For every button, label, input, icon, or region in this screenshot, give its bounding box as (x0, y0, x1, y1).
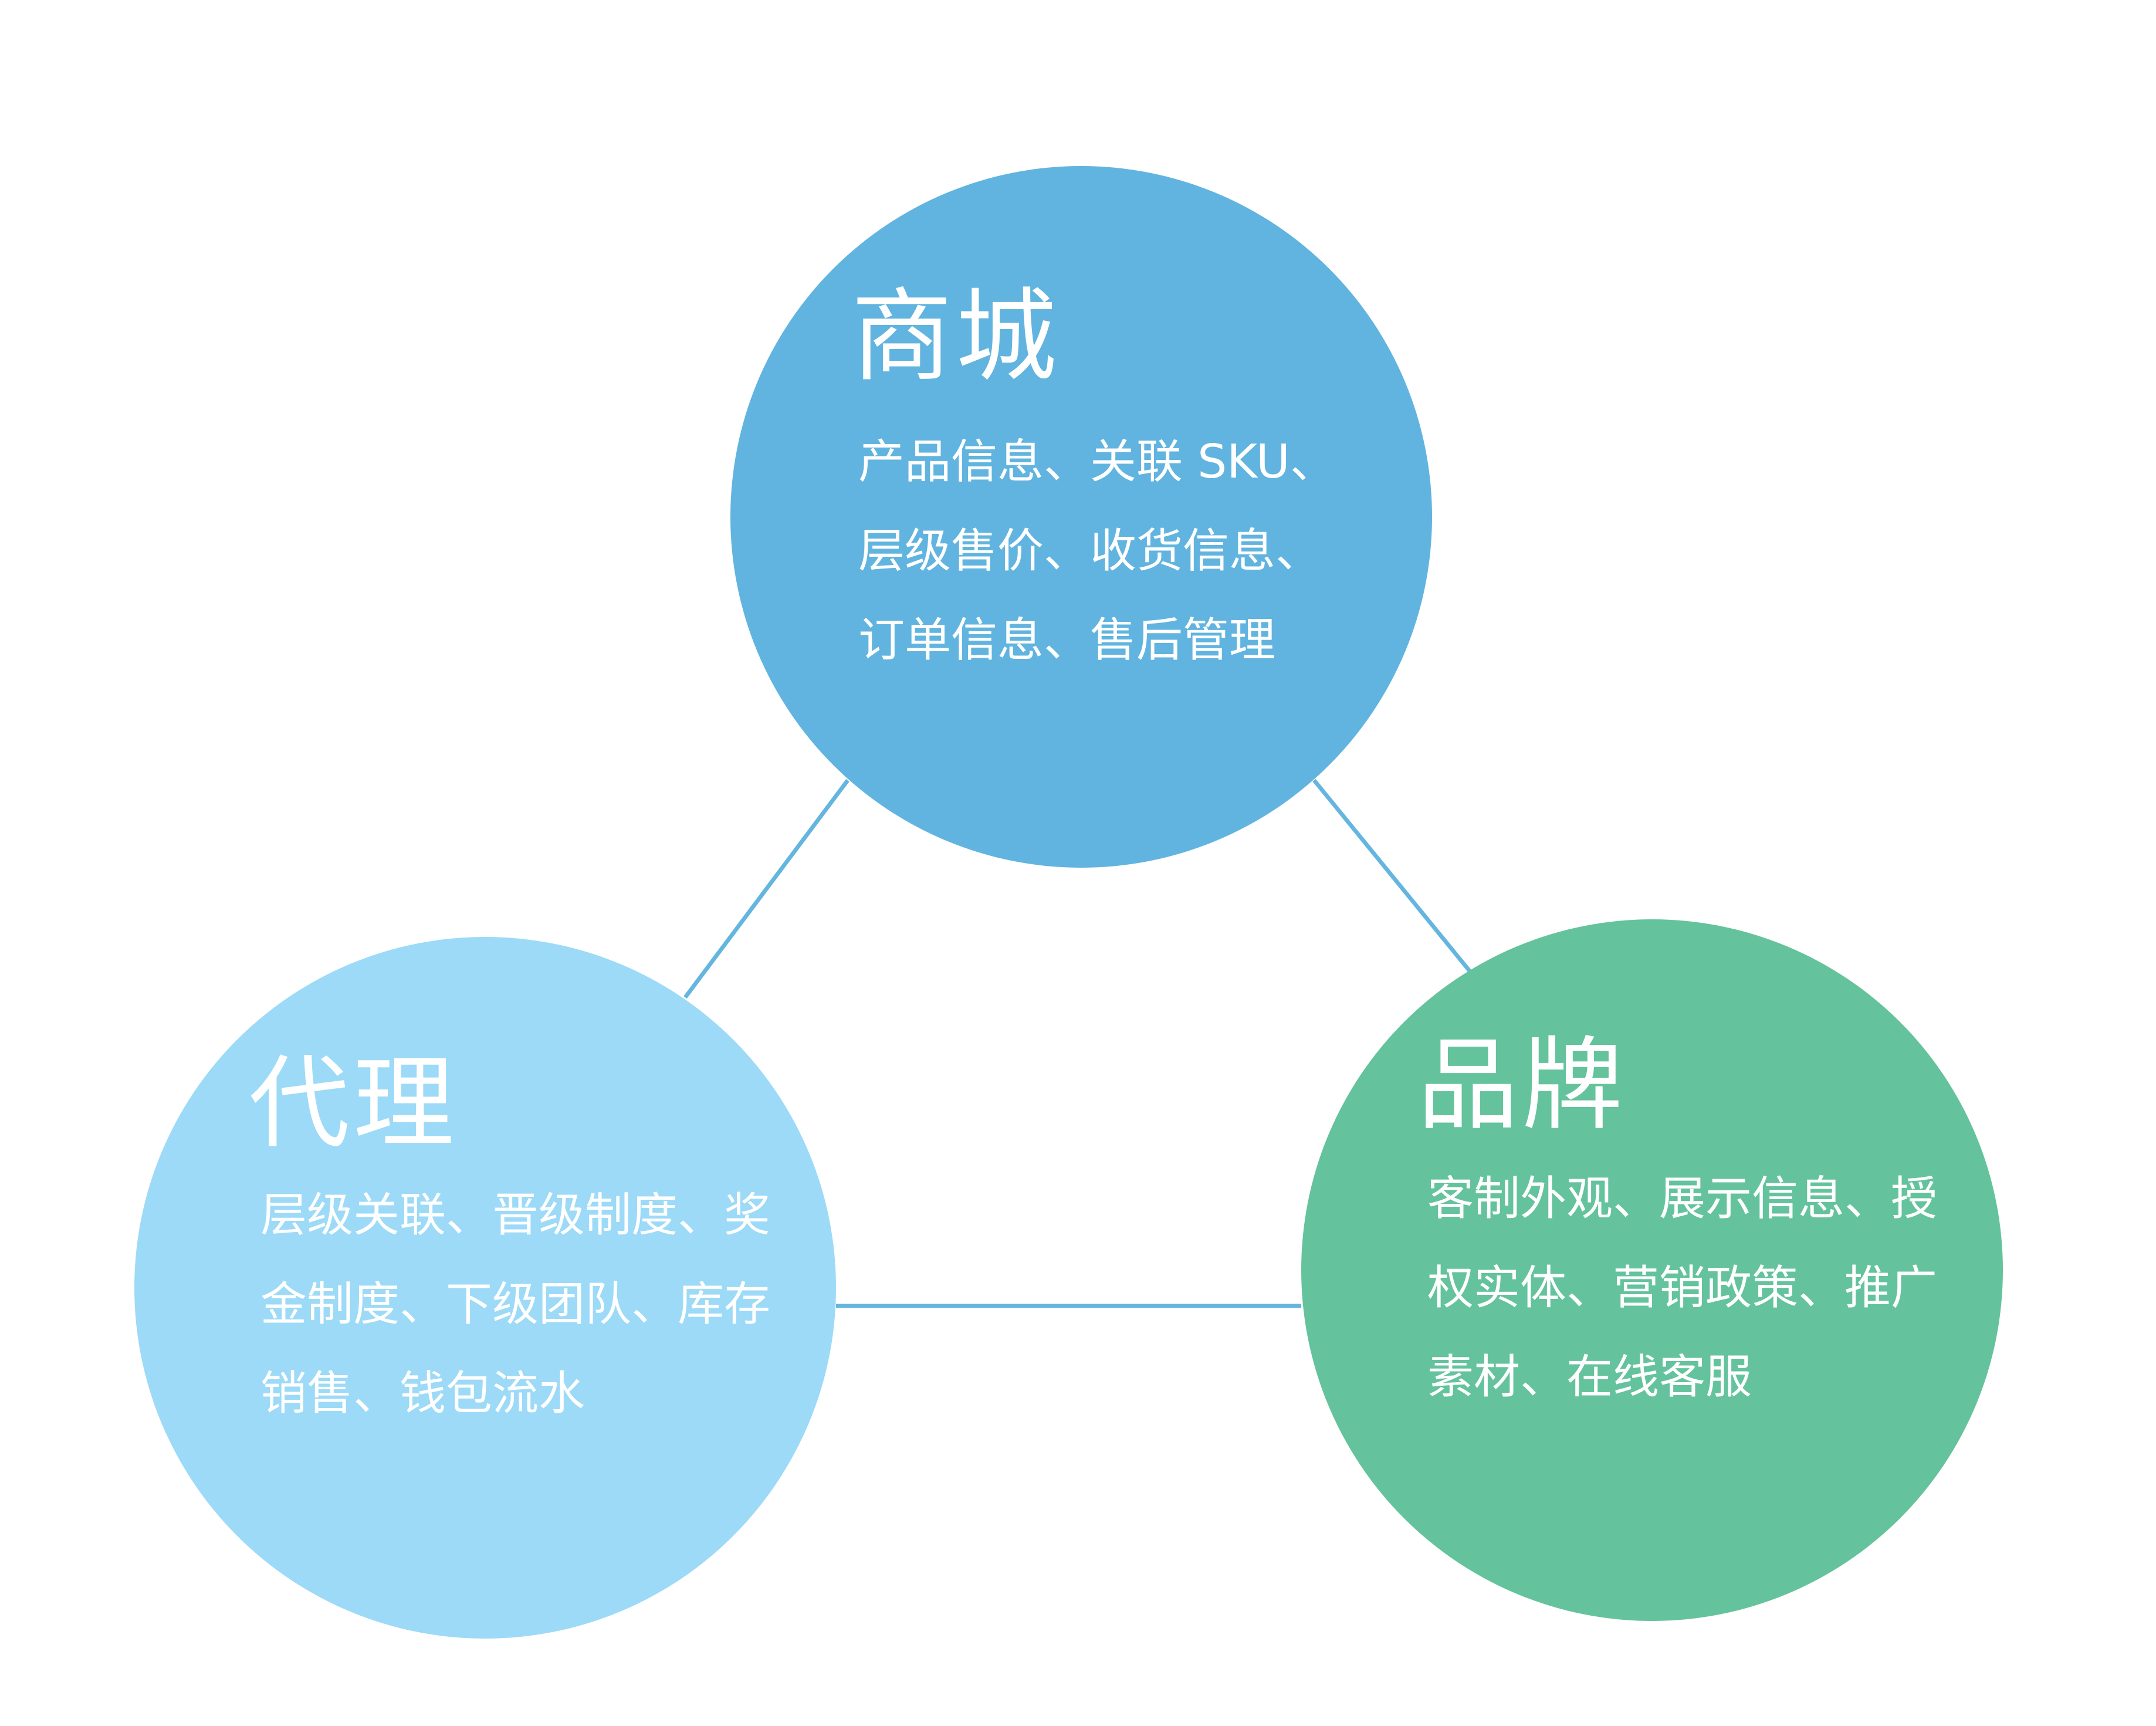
agent-title: 代理 (249, 1044, 458, 1162)
brand-circle: 品牌 客制外观、展示信息、授 权实体、营销政策、推广 素材、在线客服 (1301, 919, 2003, 1621)
brand-title: 品牌 (1417, 1026, 1626, 1144)
brand-description: 客制外观、展示信息、授 权实体、营销政策、推广 素材、在线客服 (1427, 1154, 1937, 1422)
connector-mall-brand (1312, 779, 1471, 973)
mall-description: 产品信息、关联 SKU、 层级售价、收货信息、 订单信息、售后管理 (858, 417, 1336, 685)
brand-description-line: 权实体、营销政策、推广 (1427, 1261, 1937, 1315)
brand-description-line: 素材、在线客服 (1427, 1350, 1752, 1404)
mall-description-line: 层级售价、收货信息、 (858, 524, 1322, 578)
mall-circle: 商城 产品信息、关联 SKU、 层级售价、收货信息、 订单信息、售后管理 (730, 166, 1432, 868)
brand-description-line: 客制外观、展示信息、授 (1427, 1172, 1937, 1226)
agent-description-line: 金制度、下级团队、库存 (260, 1277, 770, 1331)
agent-circle: 代理 层级关联、晋级制度、奖 金制度、下级团队、库存 销售、钱包流水 (134, 937, 836, 1639)
agent-description-line: 销售、钱包流水 (260, 1366, 585, 1420)
connector-mall-agent (683, 779, 849, 999)
mall-title: 商城 (851, 277, 1060, 395)
agent-description: 层级关联、晋级制度、奖 金制度、下级团队、库存 销售、钱包流水 (260, 1170, 770, 1438)
mall-description-line: 产品信息、关联 SKU、 (858, 435, 1336, 489)
mall-description-line: 订单信息、售后管理 (858, 613, 1275, 667)
agent-description-line: 层级关联、晋级制度、奖 (260, 1188, 770, 1242)
